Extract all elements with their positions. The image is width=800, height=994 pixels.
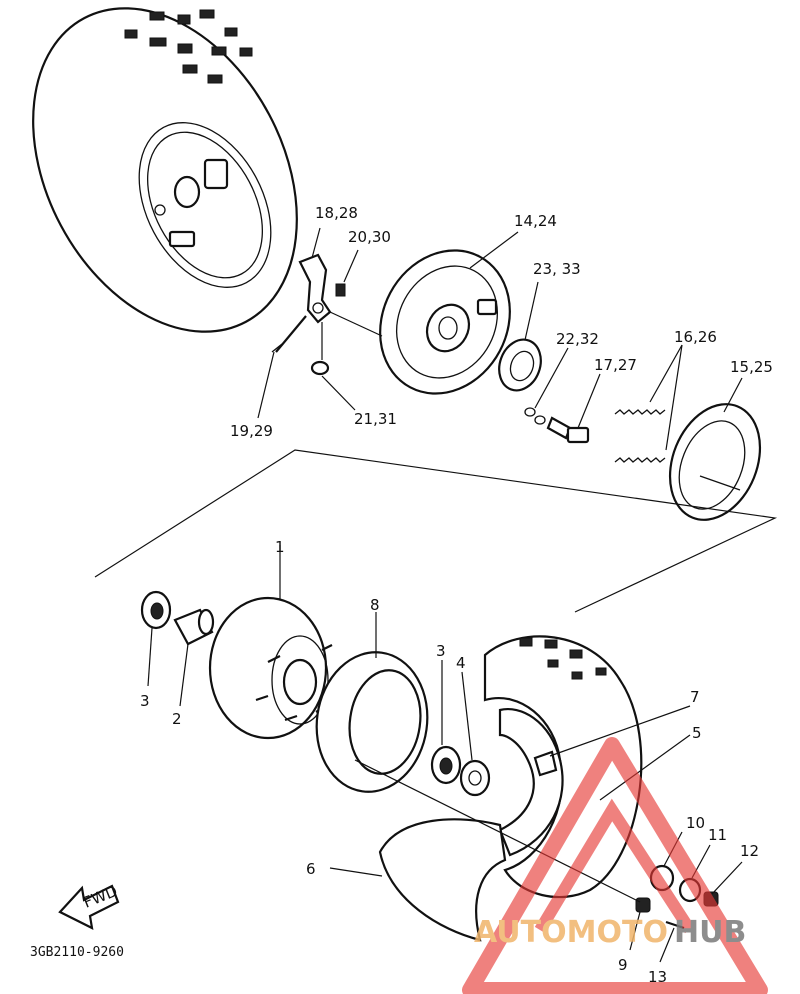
- diagram-code: 3GB2110-9260: [30, 945, 124, 960]
- bearing-right: [430, 745, 462, 785]
- label-14-24: 14,24: [514, 212, 557, 230]
- label-4: 4: [456, 654, 466, 672]
- label-13: 13: [648, 968, 667, 986]
- label-8: 8: [370, 596, 380, 614]
- oil-seal: [498, 338, 542, 392]
- seal-right: [459, 759, 491, 797]
- shoe-springs: [614, 409, 666, 463]
- leader-lines: [147, 227, 743, 963]
- label-3-left: 3: [140, 692, 150, 710]
- label-16-26: 16,26: [674, 328, 717, 346]
- spacer-collar: [173, 608, 215, 646]
- watermark-triangle-icon: [462, 737, 768, 994]
- label-9: 9: [618, 956, 628, 974]
- label-3-right: 3: [436, 642, 446, 660]
- wheel-hub: [208, 596, 333, 740]
- label-21-31: 21,31: [354, 410, 397, 428]
- label-1: 1: [275, 538, 285, 556]
- watermark-logo: AUTOMOTO HUB: [462, 737, 768, 994]
- label-10: 10: [686, 814, 705, 832]
- assembly-boundary: [94, 449, 778, 613]
- label-12: 12: [740, 842, 759, 860]
- brake-cam-lever: [271, 253, 346, 376]
- fwd-arrow-icon: FWD: [58, 882, 120, 930]
- watermark-text-main: AUTOMOTO: [474, 915, 668, 950]
- brake-drum-seal: [315, 651, 429, 793]
- rim-outer-half: [378, 818, 507, 942]
- brake-shoes: [668, 403, 762, 521]
- label-11: 11: [708, 826, 727, 844]
- label-7: 7: [690, 688, 700, 706]
- label-23-33: 23, 33: [533, 260, 581, 278]
- rim-inner-half: [498, 708, 564, 857]
- brake-shoe-plate: [379, 249, 511, 395]
- watermark-text-hub: HUB: [674, 915, 746, 950]
- label-18-28: 18,28: [315, 204, 358, 222]
- bearing-left: [140, 590, 172, 630]
- label-20-30: 20,30: [348, 228, 391, 246]
- label-22-32: 22,32: [556, 330, 599, 348]
- label-19-29: 19,29: [230, 422, 273, 440]
- label-5: 5: [692, 724, 702, 742]
- upper-tire: [32, 7, 298, 333]
- label-6: 6: [306, 860, 316, 878]
- label-2: 2: [172, 710, 182, 728]
- label-15-25: 15,25: [730, 358, 773, 376]
- label-17-27: 17,27: [594, 356, 637, 374]
- o-ring-camshaft: [524, 407, 590, 444]
